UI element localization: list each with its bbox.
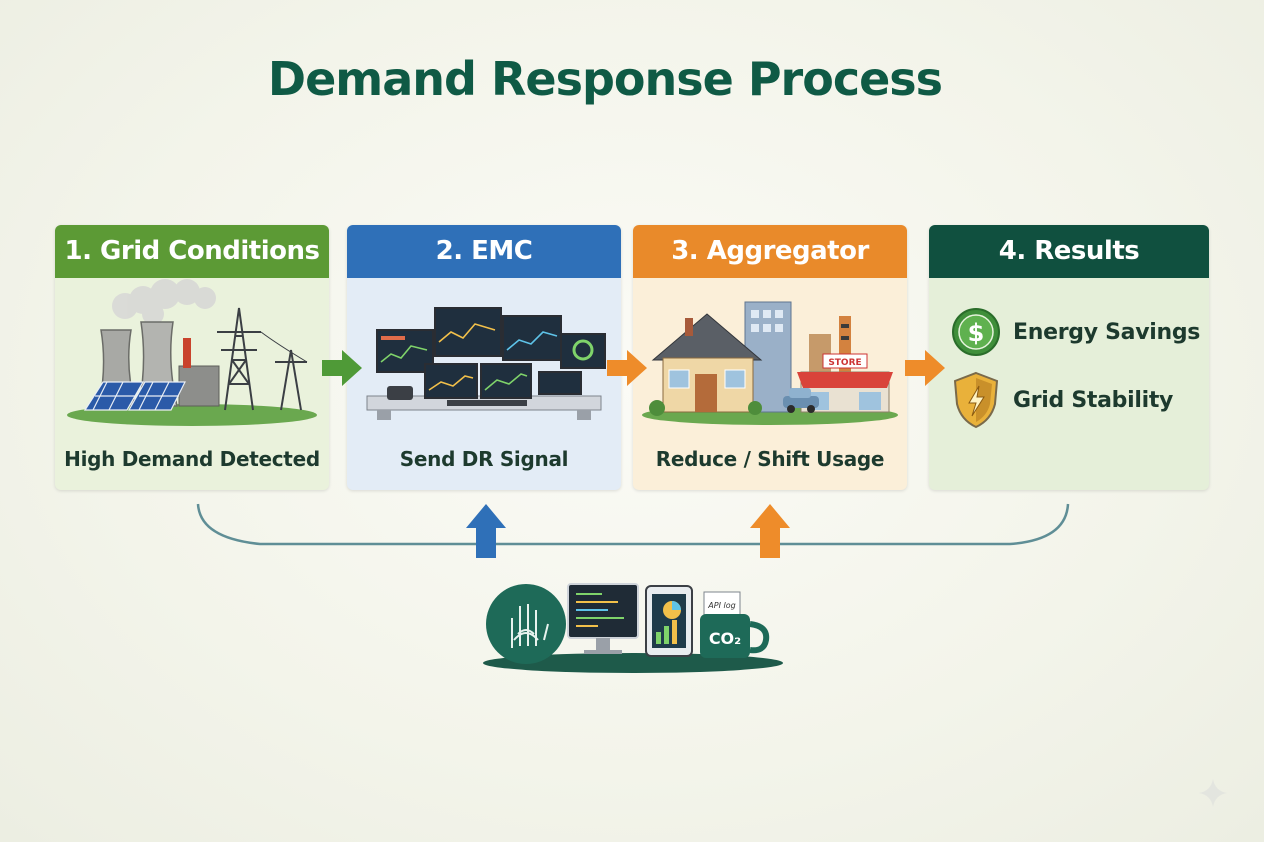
page-title: Demand Response Process	[267, 52, 943, 106]
result-energy-savings: $ Energy Savings	[951, 307, 1200, 357]
mug-co2-label: CO₂	[709, 629, 741, 648]
result-label-grid-stability: Grid Stability	[1013, 387, 1174, 413]
svg-text:$: $	[968, 319, 985, 347]
step-caption-aggregator: Reduce / Shift Usage	[655, 447, 885, 471]
result-grid-stability: Grid Stability	[951, 371, 1174, 429]
power-plant-illustration	[67, 279, 317, 426]
control-room-illustration	[366, 307, 606, 420]
fingerprint-hand-icon	[511, 604, 549, 648]
technology-stack-illustration: API log CO₂	[483, 583, 783, 673]
step-card-emc: 2. EMC Send DR Signal	[347, 225, 621, 490]
step-header-aggregator: 3. Aggregator	[633, 225, 907, 278]
shield-bolt-icon	[953, 371, 999, 429]
step-header-grid-conditions: 1. Grid Conditions	[55, 225, 329, 278]
step-card-grid-conditions: 1. Grid Conditions	[55, 225, 329, 490]
step-card-results: 4. Results $ Energy Savings Grid Stabili…	[929, 225, 1209, 490]
store-sign: STORE	[828, 358, 861, 368]
sparkle-icon	[1199, 779, 1227, 807]
step-header-emc: 2. EMC	[347, 225, 621, 278]
dollar-coin-icon: $	[952, 308, 1000, 356]
result-label-energy-savings: Energy Savings	[1013, 319, 1201, 345]
api-log-note: API log	[707, 601, 735, 610]
step-header-results: 4. Results	[929, 225, 1209, 278]
town-illustration: STORE	[642, 301, 898, 425]
step-caption-grid-conditions: High Demand Detected	[64, 447, 320, 471]
arrow-right-orange-icon	[607, 350, 647, 386]
feedback-connector	[196, 503, 1070, 558]
arrow-right-green-icon	[322, 350, 362, 386]
arrow-right-orange-icon	[905, 350, 945, 386]
step-caption-emc: Send DR Signal	[399, 447, 569, 471]
step-card-aggregator: 3. Aggregator STORE Reduce / Shift	[633, 225, 907, 490]
